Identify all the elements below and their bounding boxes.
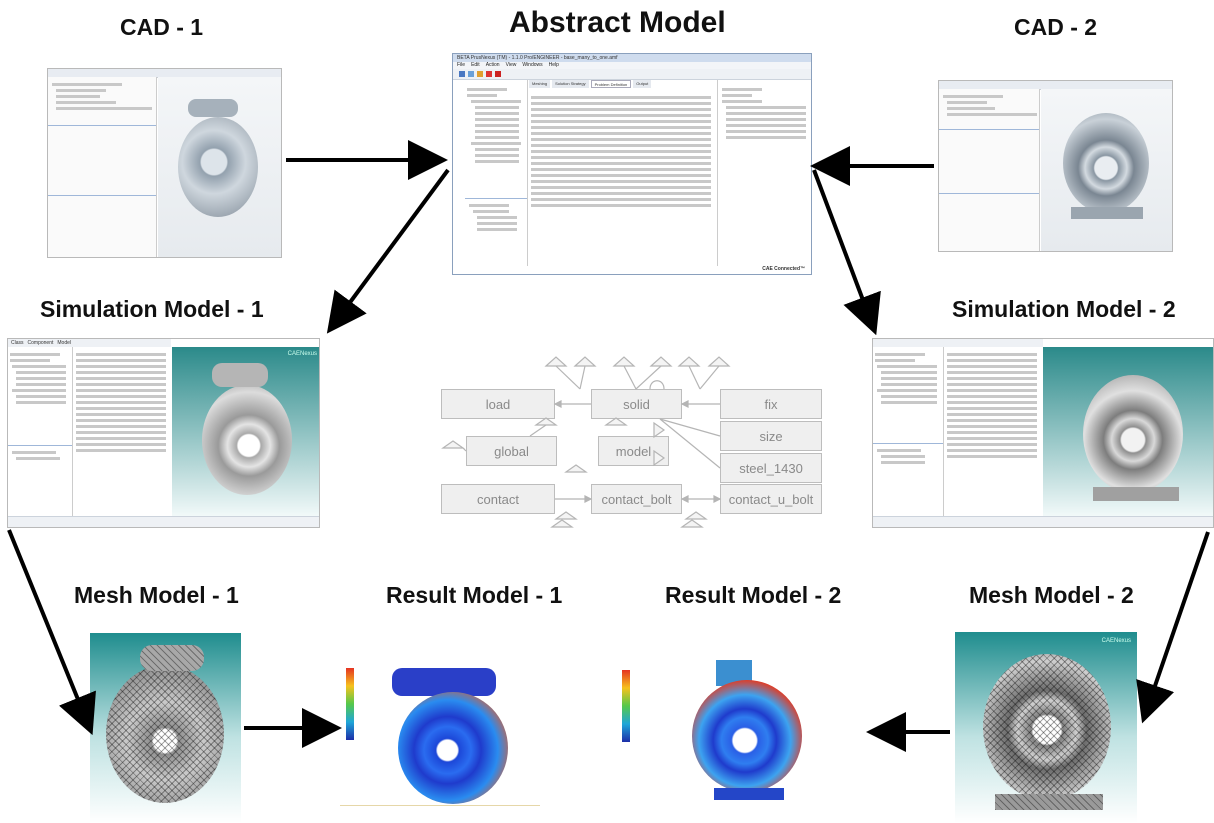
mesh-model-1-image	[90, 633, 241, 823]
pump-base-part	[1093, 487, 1179, 501]
problem-tabs: Meshing Solution Strategy Problem Defini…	[529, 80, 715, 88]
cad-1-screenshot	[47, 68, 282, 258]
result-2-stress-contour	[692, 680, 802, 792]
component-panel	[717, 80, 811, 266]
result-2-color-legend	[622, 670, 630, 742]
tab-output[interactable]: Output	[633, 80, 652, 88]
menu-view[interactable]: View	[505, 62, 517, 68]
abstract-model-title: Abstract Model	[509, 6, 726, 39]
mesh-model-2-image: CAENexus	[955, 632, 1137, 823]
node-contact-bolt: contact_bolt	[591, 484, 682, 514]
result-1-stress-contour	[398, 692, 508, 804]
watermark: CAENexus	[1101, 638, 1131, 644]
tab-model[interactable]: Model	[57, 340, 71, 346]
sim-2-class-tree	[873, 347, 944, 519]
sim-1-viewport: CAENexus	[172, 347, 319, 519]
simulation-model-1-screenshot: Class Component Model CAE	[7, 338, 320, 528]
simulation-model-1-title: Simulation Model - 1	[40, 296, 264, 322]
pump-base-part	[1071, 207, 1143, 219]
menu-windows[interactable]: Windows	[522, 62, 543, 68]
simulation-model-2-title: Simulation Model - 2	[952, 296, 1176, 322]
cad-1-viewport	[158, 77, 281, 257]
pump-casing-part	[178, 117, 258, 217]
tab-solution-strategy[interactable]: Solution Strategy	[552, 80, 589, 88]
watermark: CAENexus	[287, 351, 317, 357]
result-model-2-title: Result Model - 2	[665, 582, 842, 608]
meshed-pump-casing	[106, 665, 224, 803]
arrow-sim1-to-mesh1	[7, 529, 96, 736]
tab-class[interactable]: Class	[11, 340, 24, 346]
node-solid: solid	[591, 389, 682, 419]
pump-casing-part	[202, 385, 292, 495]
cad-2-model-tree	[939, 89, 1040, 251]
pump-casing-part	[1063, 113, 1149, 213]
tab-component[interactable]: Component	[27, 340, 54, 346]
sim-1-class-tree	[8, 347, 73, 519]
cad-2-screenshot	[938, 80, 1173, 252]
result-model-2-image	[618, 656, 868, 806]
arrow-sim2-to-mesh2	[1136, 531, 1210, 724]
mesh-model-2-title: Mesh Model - 2	[969, 582, 1134, 608]
sim-1-status-bar	[8, 516, 319, 527]
attribute-table	[529, 92, 715, 262]
abstract-model-window: BETA PrusNexus (TM) - 1.1.0 Pro/ENGINEER…	[452, 53, 812, 275]
window-title-bar: BETA PrusNexus (TM) - 1.1.0 Pro/ENGINEER…	[453, 54, 811, 62]
node-contact: contact	[441, 484, 555, 514]
menu-help[interactable]: Help	[548, 62, 559, 68]
menu-file[interactable]: File	[457, 62, 466, 68]
sim-1-tabs: Class Component Model	[8, 339, 171, 347]
cad-2-viewport	[1041, 89, 1172, 251]
result-model-1-title: Result Model - 1	[386, 582, 563, 608]
sim-1-attribute-table	[74, 347, 170, 519]
menu-action[interactable]: Action	[485, 62, 500, 68]
tab-problem-definition[interactable]: Problem Definition	[590, 80, 632, 88]
arrow-abstract-to-sim2	[812, 169, 881, 336]
node-contact-u-bolt: contact_u_bolt	[720, 484, 822, 514]
cad-2-title: CAD - 2	[1014, 14, 1098, 40]
class-tree-panel	[465, 80, 528, 266]
sim-2-status-bar	[873, 516, 1213, 527]
pump-flange-part	[188, 99, 238, 117]
status-footer: CAE Connected™	[762, 266, 805, 272]
result-model-1-image	[340, 660, 540, 806]
cad-1-title: CAD - 1	[120, 14, 204, 40]
sim-2-attribute-table	[945, 347, 1041, 519]
meshed-pump-casing	[983, 654, 1111, 800]
result-1-flange	[392, 668, 496, 696]
node-size: size	[720, 421, 822, 451]
tab-meshing[interactable]: Meshing	[529, 80, 551, 88]
node-global: global	[466, 436, 557, 466]
pump-casing-part	[1083, 375, 1183, 493]
toolbar	[453, 69, 811, 80]
node-fix: fix	[720, 389, 822, 419]
result-2-base	[714, 788, 784, 800]
result-1-color-legend	[346, 668, 354, 740]
cad-1-model-tree	[48, 77, 157, 257]
node-load: load	[441, 389, 555, 419]
sim-2-viewport	[1043, 347, 1213, 519]
mesh-model-1-title: Mesh Model - 1	[74, 582, 239, 608]
meshed-pump-base	[995, 794, 1103, 810]
menu-bar: File Edit Action View Windows Help	[453, 62, 811, 69]
node-steel-1430: steel_1430	[720, 453, 822, 483]
meshed-pump-flange	[140, 645, 204, 671]
arrow-abstract-to-sim1	[326, 168, 450, 334]
simulation-model-2-screenshot	[872, 338, 1214, 528]
menu-edit[interactable]: Edit	[471, 62, 480, 68]
pump-flange-part	[212, 363, 268, 387]
